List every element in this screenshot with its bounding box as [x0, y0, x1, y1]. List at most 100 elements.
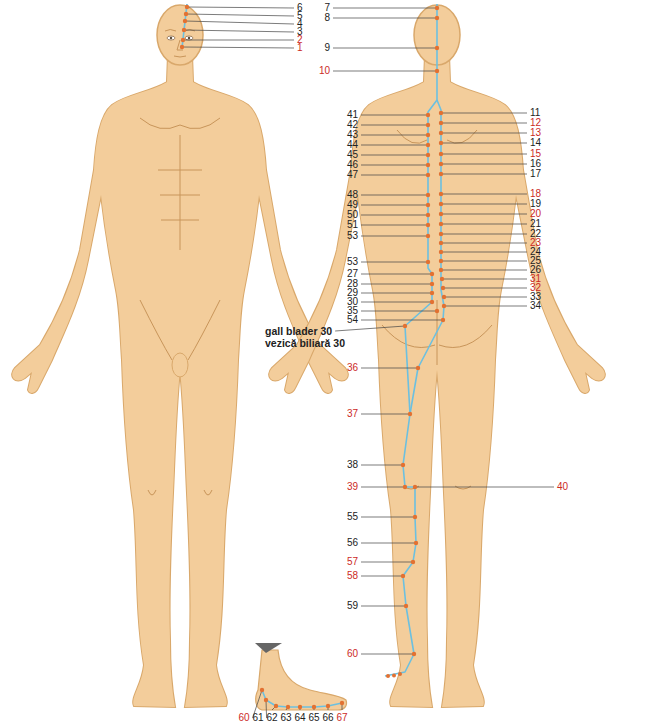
callout-number: 59: [347, 600, 358, 612]
acupoint-dot: [439, 172, 443, 176]
leader-line: [361, 606, 406, 607]
leader-line: [361, 205, 428, 206]
acupoint-dot: [403, 324, 407, 328]
leader-line: [361, 562, 413, 563]
acupoint-dot: [426, 113, 430, 117]
leader-line: [361, 311, 437, 312]
callout-number: 55: [347, 511, 358, 523]
leader-line: [361, 284, 432, 285]
acupoint-dot: [416, 366, 420, 370]
leader-line: [333, 8, 437, 9]
callout-number: 37: [347, 408, 358, 420]
leader-line: [335, 326, 405, 331]
leader-line: [361, 155, 428, 156]
callout-number: 14: [530, 137, 541, 149]
leader-line: [333, 48, 437, 49]
callout-number: 40: [557, 481, 568, 493]
acupoint-dot: [435, 16, 439, 20]
acupoint-dot: [430, 291, 434, 295]
acupoint-dot: [411, 560, 415, 564]
callout-number: 17: [530, 168, 541, 180]
callout-number: 9: [324, 42, 330, 54]
leader-line: [441, 154, 527, 155]
callout-number: 66: [322, 712, 333, 724]
acupoint-dot: [298, 705, 302, 709]
acupoint-dot: [430, 272, 434, 276]
callout-number: 64: [294, 712, 305, 724]
leader-line: [361, 145, 428, 146]
callout-number: 63: [280, 712, 291, 724]
acupoint-dot: [426, 203, 430, 207]
acupoint-dot: [426, 153, 430, 157]
acupoint-dot: [435, 6, 439, 10]
acupoint-dot: [439, 121, 443, 125]
acupoint-dot: [439, 202, 443, 206]
leader-line: [441, 164, 527, 165]
leader-line: [185, 21, 294, 24]
acupoint-dot: [435, 69, 439, 73]
acupoint-dot: [439, 111, 443, 115]
callout-number: 10: [319, 65, 330, 77]
callout-number: 57: [347, 556, 358, 568]
meridian-line: [182, 4, 444, 707]
acupoint-dot: [183, 19, 187, 23]
callout-number: 36: [347, 362, 358, 374]
leader-line: [361, 262, 428, 263]
callout-number: 34: [530, 300, 541, 312]
acupoint-dot: [260, 688, 264, 692]
acupoint-dot: [426, 260, 430, 264]
acupoint-dot: [435, 46, 439, 50]
acupoint-dot: [426, 133, 430, 137]
callout-number: 61: [252, 712, 263, 724]
acupoint-dot: [439, 131, 443, 135]
acupoint-dot: [426, 163, 430, 167]
acupoint-dot: [340, 701, 344, 705]
foot-illustration: [255, 643, 347, 710]
acupoint-dot: [414, 541, 418, 545]
callout-number: 60: [238, 712, 249, 724]
leader-line: [441, 270, 527, 271]
leader-line: [361, 165, 428, 166]
leader-line: [441, 234, 527, 235]
acupoint-dot: [439, 192, 443, 196]
leader-line: [361, 414, 410, 415]
acupoint-dot: [426, 143, 430, 147]
acupoint-dot: [264, 698, 268, 702]
acupoint-dot: [439, 241, 443, 245]
leader-line: [361, 576, 403, 577]
acupoint-dot: [442, 295, 446, 299]
callout-number: 53: [347, 230, 358, 242]
leader-line: [361, 517, 415, 518]
callout-number: 47: [347, 169, 358, 181]
leader-line: [441, 214, 527, 215]
leader-line: [443, 288, 527, 289]
callout-number: 60: [347, 648, 358, 660]
acupoint-dot: [439, 232, 443, 236]
callout-number: 62: [266, 712, 277, 724]
back-figure: [269, 5, 605, 707]
leader-line: [442, 279, 527, 280]
callout-number: 56: [347, 537, 358, 549]
acupoint-dot: [426, 213, 430, 217]
leader-line: [441, 252, 527, 253]
leader-line: [441, 113, 527, 114]
callout-number: 8: [324, 12, 330, 24]
callout-number: 53: [347, 256, 358, 268]
leader-line: [361, 543, 416, 544]
acupoint-dot: [426, 123, 430, 127]
leader-line: [441, 133, 527, 134]
acupoint-dot: [435, 309, 439, 313]
leader-line: [415, 487, 554, 488]
point-name: gall blader 30: [265, 325, 332, 337]
acupoint-dot: [401, 574, 405, 578]
acupoint-dot: [439, 141, 443, 145]
leader-line: [361, 302, 432, 303]
acupoint-dot: [440, 277, 444, 281]
acupoint-dot: [439, 250, 443, 254]
leader-line: [361, 274, 432, 275]
acupoint-dot: [181, 38, 185, 42]
acupoint-dot: [441, 318, 445, 322]
acupoint-dot: [412, 652, 416, 656]
leader-line: [361, 215, 428, 216]
leader-line: [441, 224, 527, 225]
